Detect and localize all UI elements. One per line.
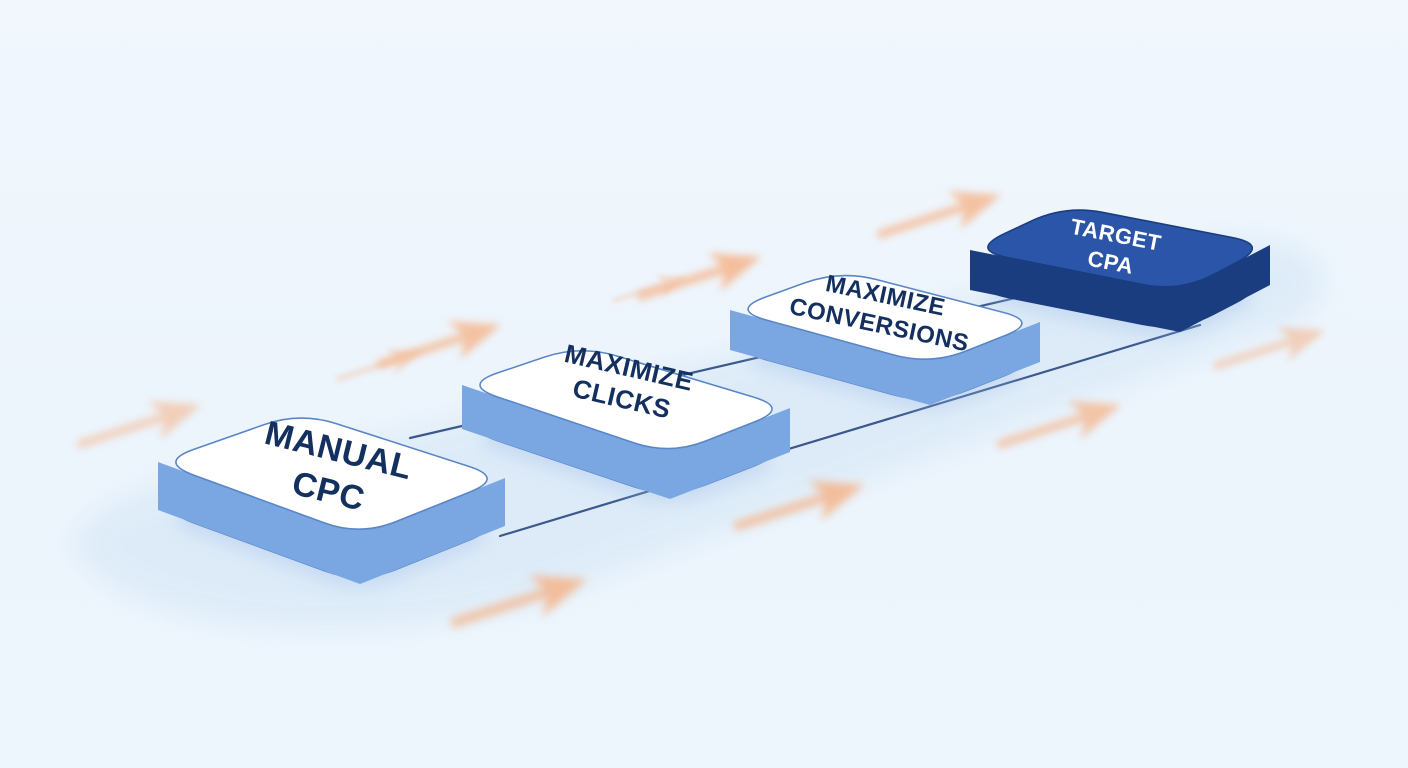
- step-maximize-clicks: MAXIMIZECLICKS: [462, 338, 790, 503]
- step-label: MAXIMIZECONVERSIONS: [787, 264, 978, 358]
- step-top: [987, 209, 1254, 288]
- step-side-band: [730, 310, 1040, 405]
- chevron-arrow-icon: [376, 321, 502, 369]
- chevron-arrow-icon: [1212, 327, 1326, 370]
- chevron-arrow-icon: [876, 191, 1002, 239]
- chevron-arrow-icon: [996, 401, 1122, 449]
- step-maximize-conversions: MAXIMIZECONVERSIONS: [730, 264, 1040, 410]
- step-top: [747, 274, 1023, 360]
- connector-line: [498, 323, 1202, 538]
- chevron-arrow-icon: [611, 274, 687, 304]
- chevron-arrow-icon: [76, 401, 202, 449]
- strategy-steps: MANUALCPCMAXIMIZECLICKSMAXIMIZECONVERSIO…: [158, 209, 1270, 588]
- chevron-arrow-icon: [636, 253, 762, 301]
- step-top: [479, 349, 773, 450]
- step-side-band: [158, 462, 505, 584]
- chevron-arrow-icon: [335, 348, 423, 383]
- step-side-band: [970, 245, 1270, 332]
- step-target-cpa: TARGETCPA: [970, 209, 1270, 337]
- chevron-arrow-icon: [450, 575, 588, 628]
- step-manual-cpc: MANUALCPC: [158, 414, 505, 588]
- chevron-arrow-icon: [733, 480, 865, 531]
- step-side-band: [462, 385, 790, 499]
- decorative-arrows: [76, 191, 1326, 628]
- step-top: [175, 417, 488, 530]
